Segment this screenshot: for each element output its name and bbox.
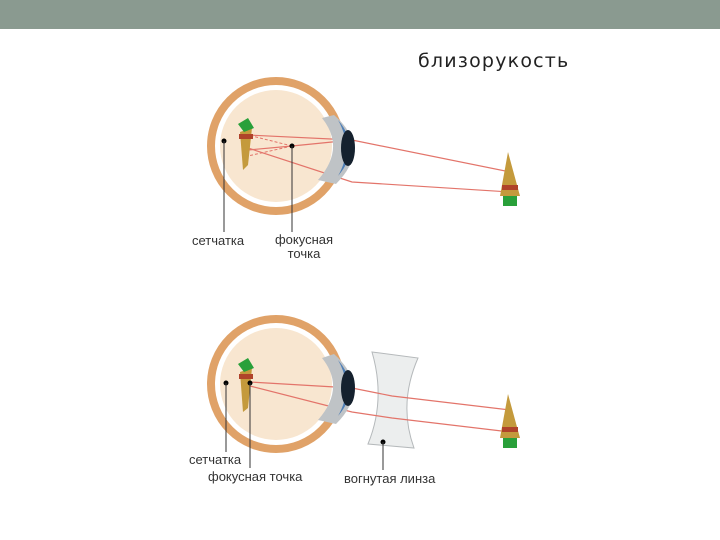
object-band-bottom	[502, 427, 518, 432]
label-focal-point-top-line2: точка	[271, 247, 337, 261]
retina-image-band-bottom	[239, 374, 253, 379]
label-focal-point-bottom: фокусная точка	[208, 470, 302, 484]
label-concave-lens: вогнутая линза	[344, 472, 435, 486]
object-base-bottom	[503, 438, 517, 448]
label-retina-bottom: сетчатка	[189, 453, 241, 467]
pupil-bottom	[341, 370, 355, 406]
label-retina-top: сетчатка	[192, 234, 244, 248]
label-focal-point-top-line1: фокусная	[271, 233, 337, 247]
concave-lens	[368, 352, 418, 448]
label-focal-point-top: фокусная точка	[271, 233, 337, 261]
